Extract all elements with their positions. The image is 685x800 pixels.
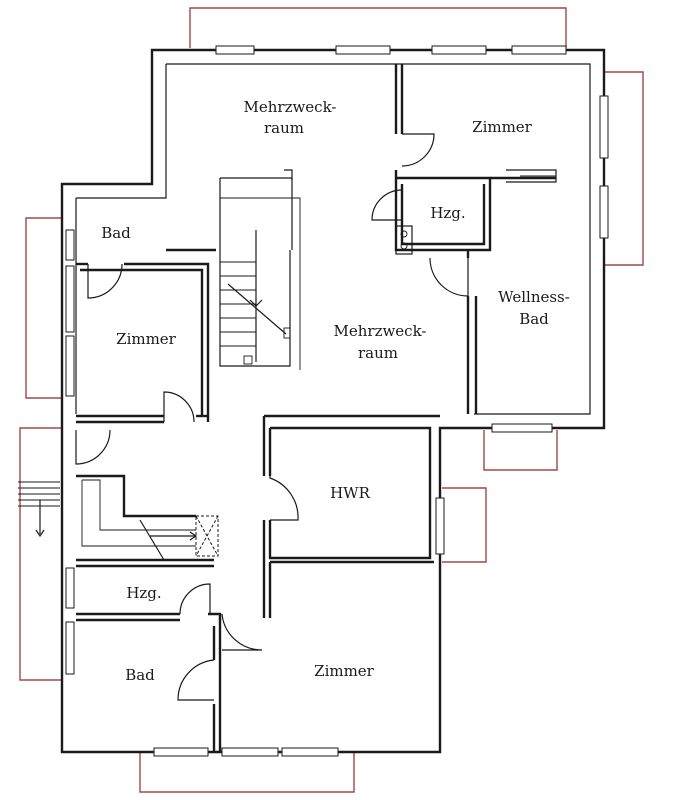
exterior-walls — [60, 48, 606, 754]
doors — [75, 133, 469, 701]
fixtures — [395, 169, 557, 255]
room-label-hwr: HWR — [330, 484, 370, 502]
terrain-outlines — [19, 7, 644, 793]
room-label-zimmer-bottom: Zimmer — [314, 662, 375, 680]
room-label-mehrzweck-top: Mehrzweck- — [244, 98, 337, 116]
stair-upper — [219, 169, 301, 370]
exterior-stair — [18, 481, 60, 538]
room-label-wellness: Wellness- — [498, 288, 570, 306]
room-label-mehrzweck-center-line2: raum — [358, 344, 398, 362]
room-label-wellness-line2: Bad — [519, 310, 549, 328]
room-label-zimmer-left: Zimmer — [116, 330, 177, 348]
room-label-zimmer-top-right: Zimmer — [472, 118, 533, 136]
interior-walls — [76, 64, 556, 752]
room-label-bad-bottom: Bad — [125, 666, 155, 684]
room-label-hzg-top: Hzg. — [430, 204, 465, 222]
room-label-bad-left: Bad — [101, 224, 131, 242]
room-label-mehrzweck-center: Mehrzweck- — [334, 322, 427, 340]
room-label-hzg-bottom: Hzg. — [126, 584, 161, 602]
room-label-mehrzweck-top-line2: raum — [264, 119, 304, 137]
stair-lower — [81, 479, 219, 561]
room-labels: Mehrzweck- raum Zimmer Hzg. Bad Zimmer M… — [101, 98, 570, 684]
windows — [65, 45, 609, 757]
